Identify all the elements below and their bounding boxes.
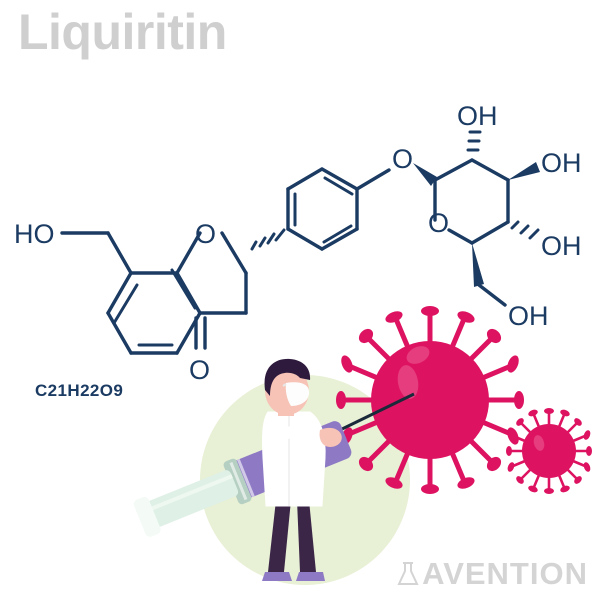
atom-label-hydroxyl-6: OH	[508, 301, 549, 331]
atom-label-glycosidic-oxygen: O	[392, 144, 413, 174]
wedge-bond-anomeric	[413, 163, 437, 186]
atom-label-sugar-ring-oxygen: O	[428, 208, 449, 238]
watermark: AVENTION	[396, 556, 588, 592]
scientist-shoe-right	[296, 572, 325, 581]
scientist-shoe-left	[262, 572, 292, 581]
coronavirus-particle-large	[336, 306, 524, 494]
atom-label-hydroxyl-3: OH	[457, 101, 498, 131]
scientist-face-mask	[285, 382, 310, 406]
atom-label-hydroxyl-4: OH	[541, 148, 582, 178]
glucopyranose-ring	[433, 158, 510, 245]
benzene-ring-a	[60, 231, 202, 355]
scientist-hair	[264, 358, 311, 396]
ketone-group	[194, 316, 207, 350]
scientist-figure	[262, 358, 342, 581]
scientist-hand	[319, 427, 342, 447]
chemical-formula: C21H22O9	[35, 381, 124, 400]
flask-icon	[397, 562, 419, 585]
mask-strap	[282, 383, 287, 387]
scientist-arm	[272, 426, 326, 444]
phenyl-ring	[286, 167, 359, 251]
glycosidic-linkage	[355, 168, 391, 191]
page-title: Liquiritin	[18, 4, 227, 60]
syringe-needle	[339, 392, 415, 432]
atom-label-ketone-oxygen: O	[189, 355, 210, 385]
syringe-barrel-highlight	[147, 474, 233, 512]
wedge-bond-c4	[508, 162, 540, 180]
stereo-hash-bond-c3	[466, 130, 482, 152]
atom-label-hydroxy-left: HO	[14, 219, 55, 249]
atom-label-hydroxyl-5: OH	[541, 231, 582, 261]
stereo-hash-bond-c2	[250, 228, 286, 251]
scientist-leg-left	[268, 500, 291, 572]
watermark-text: AVENTION	[422, 556, 588, 591]
wedge-bond-c6	[472, 243, 484, 287]
stereo-hash-bond-c5	[510, 220, 540, 240]
scientist-leg-right	[297, 500, 316, 572]
pyranone-ring	[175, 231, 248, 315]
syringe-plunger-end	[133, 496, 161, 537]
coronavirus-particle-small	[506, 408, 592, 494]
atom-label-ring-oxygen: O	[195, 219, 216, 249]
